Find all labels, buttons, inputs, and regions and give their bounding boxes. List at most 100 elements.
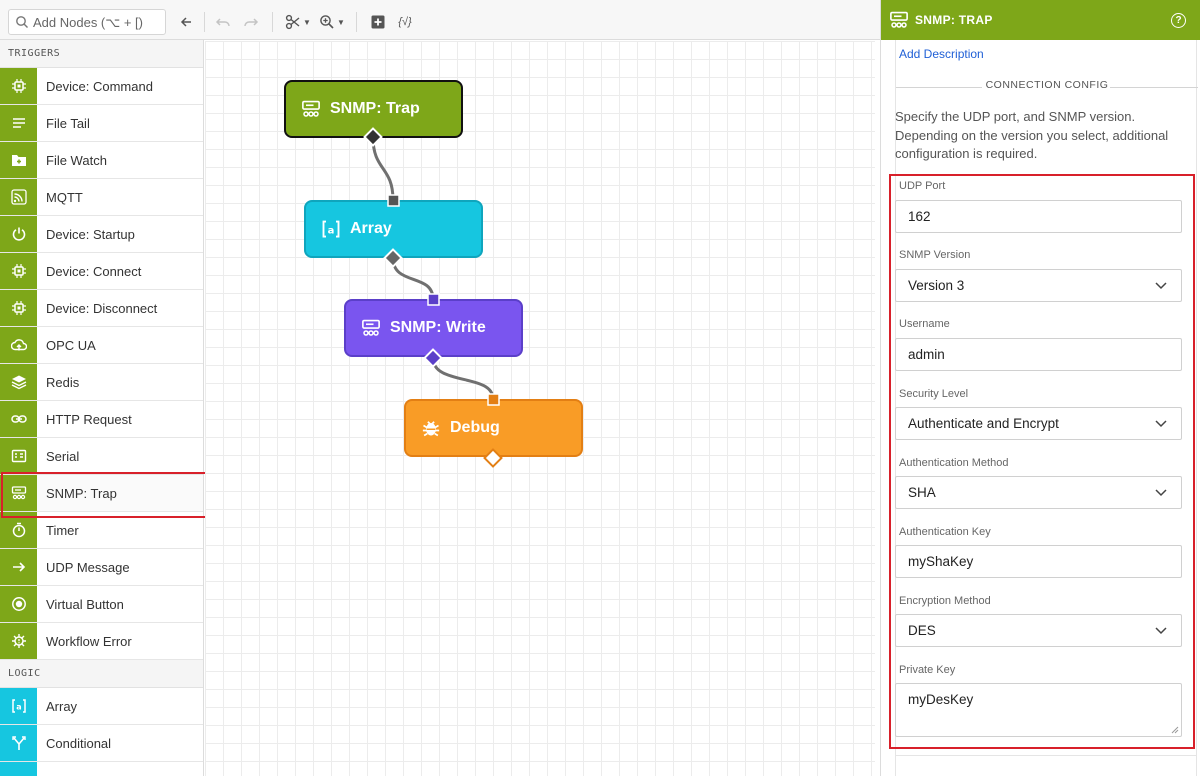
flow-node-label: Debug (450, 419, 500, 436)
palette-item-label: Device: Command (46, 78, 153, 94)
chevron-down-icon: ▼ (303, 17, 311, 27)
branch-icon (0, 725, 37, 761)
palette-item-label: UDP Message (46, 559, 130, 575)
scissors-icon (285, 14, 300, 30)
palette-item-serial[interactable]: Serial (0, 438, 203, 475)
palette-item-device-connect[interactable]: Device: Connect (0, 253, 203, 290)
radio-button-icon (0, 586, 37, 622)
panel-body: Add Description CONNECTION CONFIG Specif… (895, 40, 1198, 776)
svg-text:a: a (328, 225, 335, 236)
palette-item-label: Virtual Button (46, 596, 124, 612)
username-input[interactable]: admin (895, 338, 1182, 371)
triggers-section-header: TRIGGERS (0, 40, 203, 68)
undo-icon (215, 18, 230, 27)
snmp-icon (362, 319, 380, 336)
username-value: admin (908, 347, 945, 362)
palette-item-http-request[interactable]: HTTP Request (0, 401, 203, 438)
palette-item-label: Serial (46, 448, 80, 464)
security-level-value: Authenticate and Encrypt (908, 416, 1059, 431)
snmp-version-value: Version 3 (908, 278, 965, 293)
section-description: Specify the UDP port, and SNMP version. … (895, 109, 1169, 161)
input-port (427, 293, 440, 306)
palette-item-file-tail[interactable]: File Tail (0, 105, 203, 142)
search-icon (16, 16, 28, 28)
add-nodes-search[interactable]: Add Nodes (⌥ + [) (8, 9, 166, 35)
username-label: Username (899, 318, 950, 330)
collapse-panel-button[interactable] (176, 10, 196, 34)
chip-icon (0, 290, 37, 326)
snmp-version-label: SNMP Version (899, 249, 971, 261)
cut-menu-button[interactable]: ▼ (284, 10, 312, 34)
palette-item-virtual-button[interactable]: Virtual Button (0, 586, 203, 623)
payload-button[interactable]: {√} (394, 10, 416, 34)
palette-item-label: Conditional (46, 735, 112, 751)
node-ports (363, 127, 503, 468)
panel-footer-line (895, 755, 1197, 756)
palette-item-array[interactable]: a Array (0, 688, 203, 725)
palette-item-redis[interactable]: Redis (0, 364, 203, 401)
enc-method-select[interactable]: DES (895, 614, 1182, 647)
auth-method-select[interactable]: SHA (895, 476, 1182, 509)
palette-item-label: Device: Connect (46, 263, 142, 279)
chevron-down-icon (1155, 627, 1167, 635)
chevron-down-icon: ▼ (337, 17, 345, 27)
palette-item-label: Redis (46, 374, 80, 390)
toolbar-divider (204, 12, 205, 32)
palette-item-label: SNMP: Trap (46, 485, 117, 501)
arrow-right-icon (0, 549, 37, 585)
add-comment-button[interactable] (368, 10, 388, 34)
divider-line (1110, 87, 1198, 88)
flow-node-label: SNMP: Write (390, 319, 486, 336)
palette-item-label: Device: Startup (46, 226, 135, 242)
array-icon: a (0, 688, 37, 724)
udp-port-label: UDP Port (899, 180, 946, 192)
toolbar-divider (356, 12, 357, 32)
serial-icon (0, 438, 37, 474)
private-key-textarea[interactable]: myDesKey (895, 683, 1182, 737)
palette-item-workflow-error[interactable]: Workflow Error (0, 623, 203, 660)
workflow-canvas[interactable]: SNMP: Trap a Array SNMP: Write Debug (205, 41, 875, 776)
chip-icon (0, 253, 37, 289)
auth-key-input[interactable]: myShaKey (895, 545, 1182, 578)
bug-icon (422, 421, 440, 437)
chevron-down-icon (1155, 282, 1167, 290)
palette-item-device-startup[interactable]: Device: Startup (0, 216, 203, 253)
auth-method-label: Authentication Method (899, 457, 1009, 469)
palette-item-device-command[interactable]: Device: Command (0, 68, 203, 105)
palette-item-file-watch[interactable]: File Watch (0, 142, 203, 179)
security-level-select[interactable]: Authenticate and Encrypt (895, 407, 1182, 440)
palette-item-opc-ua[interactable]: OPC UA (0, 327, 203, 364)
snmp-version-select[interactable]: Version 3 (895, 269, 1182, 302)
arrow-left-icon (180, 17, 191, 27)
palette-item-conditional[interactable]: Conditional (0, 725, 203, 762)
undo-button[interactable] (212, 10, 234, 34)
layers-icon (0, 364, 37, 400)
auth-key-value: myShaKey (908, 554, 974, 569)
toolbar-divider (272, 12, 273, 32)
private-key-value: myDesKey (908, 692, 974, 707)
resize-handle-icon[interactable] (1171, 726, 1179, 734)
output-port (423, 348, 443, 368)
palette-item-partial[interactable] (0, 762, 203, 776)
palette-item-timer[interactable]: Timer (0, 512, 203, 549)
private-key-label: Private Key (899, 664, 956, 676)
palette-item-snmp-trap[interactable]: SNMP: Trap (0, 475, 203, 512)
palette-item-device-disconnect[interactable]: Device: Disconnect (0, 290, 203, 327)
chip-icon (0, 68, 37, 104)
help-icon[interactable]: ? (1171, 13, 1186, 28)
palette-item-label: Device: Disconnect (46, 300, 158, 316)
palette-item-udp-message[interactable]: UDP Message (0, 549, 203, 586)
search-placeholder: Add Nodes (⌥ + [) (33, 15, 143, 30)
highlight-box-fields: UDP Port 162 SNMP Version Version 3 User… (889, 174, 1195, 749)
logic-section-header: LOGIC (0, 660, 203, 688)
rss-icon (0, 179, 37, 215)
redo-button[interactable] (240, 10, 262, 34)
udp-port-input[interactable]: 162 (895, 200, 1182, 233)
palette-item-label: File Tail (46, 115, 90, 131)
add-description-link[interactable]: Add Description (899, 47, 984, 61)
chevron-down-icon (1155, 420, 1167, 428)
zoom-menu-button[interactable]: ▼ (318, 10, 346, 34)
palette-item-label (37, 762, 46, 776)
palette-item-mqtt[interactable]: MQTT (0, 179, 203, 216)
